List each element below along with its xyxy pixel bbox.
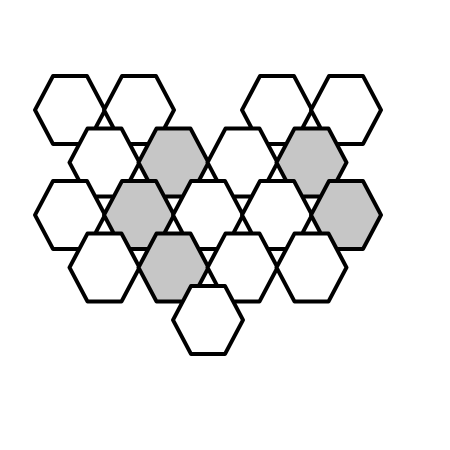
- hex-cell-r3-c1-empty[interactable]: [67, 231, 142, 304]
- hex-cell-r4-c4-empty[interactable]: [171, 284, 245, 356]
- hex-cell-r3-c7-empty[interactable]: [274, 231, 349, 304]
